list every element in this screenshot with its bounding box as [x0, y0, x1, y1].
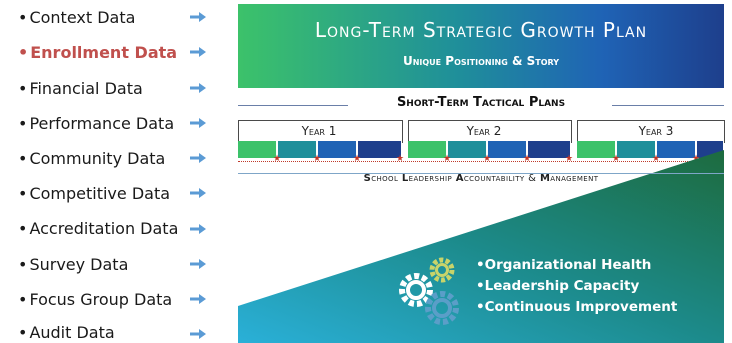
- quarter-segment: [657, 141, 695, 158]
- divider-line: [238, 105, 348, 106]
- dotted-timeline: [238, 161, 724, 162]
- banner-title: Long-Term Strategic Growth Plan: [314, 18, 648, 42]
- divider-line: [238, 173, 724, 174]
- year-block: [577, 120, 725, 143]
- outcomes-list: •Organizational Health •Leadership Capac…: [476, 257, 677, 320]
- data-source-item: •Context Data: [18, 8, 136, 27]
- arrow-right-icon: [190, 83, 206, 93]
- arrow-right-icon: [190, 12, 206, 22]
- quarter-segment: [448, 141, 486, 158]
- arrow-right-icon: [190, 329, 206, 339]
- arrow-right-icon: [190, 224, 206, 234]
- data-source-item: •Performance Data: [18, 114, 175, 133]
- milestone-star-icon: ★: [313, 154, 322, 164]
- data-source-item: •Competitive Data: [18, 184, 171, 203]
- quarter-segment: [278, 141, 316, 158]
- arrow-right-icon: [190, 153, 206, 163]
- quarter-segment: [408, 141, 446, 158]
- quarter-segment: [617, 141, 655, 158]
- arrow-right-icon: [190, 259, 206, 269]
- year-block: [408, 120, 572, 143]
- quarter-segment: [488, 141, 526, 158]
- quarter-segment: [358, 141, 401, 158]
- quarter-segment: [238, 141, 276, 158]
- milestone-star-icon: ★: [652, 154, 661, 164]
- arrow-right-icon: [190, 294, 206, 304]
- outcome-item: •Continuous Improvement: [476, 299, 678, 315]
- data-source-item: •Accreditation Data: [18, 219, 179, 238]
- milestone-star-icon: ★: [483, 154, 492, 164]
- quarter-segment: [577, 141, 615, 158]
- arrow-right-icon: [190, 118, 206, 128]
- milestone-star-icon: ★: [565, 154, 574, 164]
- outcome-item: •Organizational Health: [476, 257, 652, 273]
- milestone-star-icon: ★: [353, 154, 362, 164]
- milestone-star-icon: ★: [443, 154, 452, 164]
- milestone-star-icon: ★: [612, 154, 621, 164]
- outcome-item: •Leadership Capacity: [476, 278, 640, 294]
- data-source-item: •Community Data: [18, 149, 166, 168]
- data-source-item: •Survey Data: [18, 255, 129, 274]
- year-label: Year 3: [638, 124, 674, 138]
- milestone-star-icon: ★: [273, 154, 282, 164]
- year-block: [238, 120, 403, 143]
- arrow-right-icon: [190, 188, 206, 198]
- tactical-plans-title: Short-Term Tactical Plans: [396, 95, 566, 110]
- data-source-item-active: •Enrollment Data: [18, 43, 178, 62]
- milestone-star-icon: ★: [396, 154, 405, 164]
- quarter-segment: [528, 141, 570, 158]
- data-source-item: •Focus Group Data: [18, 290, 173, 309]
- data-source-item: •Financial Data: [18, 79, 143, 98]
- year-label: Year 1: [301, 124, 337, 138]
- quarter-segment: [318, 141, 356, 158]
- long-term-plan-banner: Long-Term Strategic Growth Plan Unique P…: [238, 4, 724, 88]
- gears-icon: [399, 257, 459, 325]
- arrow-right-icon: [190, 47, 206, 57]
- divider-line: [612, 105, 724, 106]
- slam-label: School Leadership Accountability & Manag…: [363, 173, 599, 184]
- milestone-star-icon: ★: [523, 154, 532, 164]
- year-label: Year 2: [466, 124, 502, 138]
- banner-subtitle: Unique Positioning & Story: [402, 54, 560, 68]
- data-source-item: •Audit Data: [18, 323, 115, 342]
